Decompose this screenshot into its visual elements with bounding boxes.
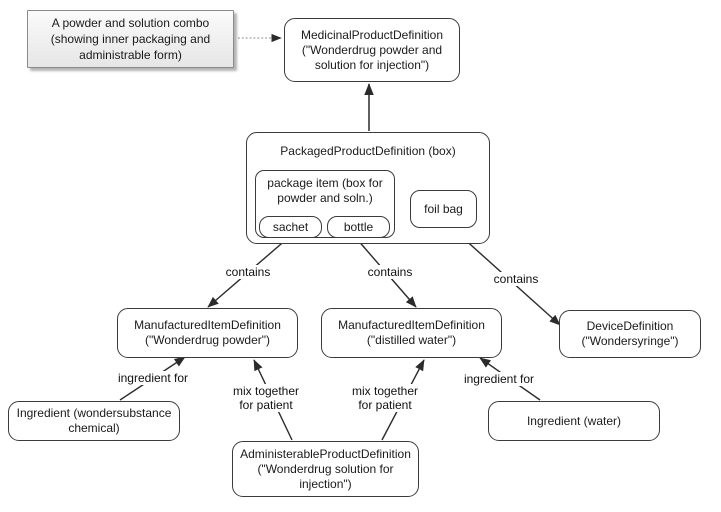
edge-label-ingredient-for-left: ingredient for <box>110 371 196 385</box>
node-bottle-label: bottle <box>343 219 374 234</box>
node-ingredient-chemical[interactable]: Ingredient (wondersubstance chemical) <box>8 401 180 441</box>
node-ingredient-water-label: Ingredient (water) <box>526 413 622 428</box>
node-administerable-product-definition[interactable]: AdministerableProductDefinition ("Wonder… <box>232 441 419 497</box>
node-manufactured-item-powder-label: ManufacturedItemDefinition ("Wonderdrug … <box>134 318 281 347</box>
node-manufactured-item-water[interactable]: ManufacturedItemDefinition ("distilled w… <box>321 308 502 358</box>
edge-label-ingredient-for-right: ingredient for <box>456 372 542 386</box>
node-medicinal-product-definition[interactable]: MedicinalProductDefinition ("Wonderdrug … <box>284 18 460 82</box>
node-manufactured-item-powder[interactable]: ManufacturedItemDefinition ("Wonderdrug … <box>117 308 298 358</box>
node-foil-bag[interactable]: foil bag <box>410 190 477 228</box>
node-device-definition[interactable]: DeviceDefinition ("Wondersyringe") <box>559 310 701 358</box>
edge-label-contains-mid: contains <box>358 265 422 279</box>
node-foil-bag-label: foil bag <box>424 201 463 216</box>
node-manufactured-item-water-label: ManufacturedItemDefinition ("distilled w… <box>338 318 485 347</box>
diagram-note-text: A powder and solution combo (showing inn… <box>50 16 211 62</box>
node-administerable-product-definition-label: AdministerableProductDefinition ("Wonder… <box>240 446 411 491</box>
edge-label-contains-left: contains <box>216 265 280 279</box>
node-packaged-product-definition-label: PackagedProductDefinition (box) <box>280 144 456 158</box>
node-package-item-label: package item (box for powder and soln.) <box>267 176 383 205</box>
diagram-note: A powder and solution combo (showing inn… <box>27 10 234 68</box>
node-sachet[interactable]: sachet <box>259 216 322 238</box>
node-sachet-label: sachet <box>272 219 309 234</box>
node-device-definition-label: DeviceDefinition ("Wondersyringe") <box>581 319 679 348</box>
node-bottle[interactable]: bottle <box>327 216 390 238</box>
node-ingredient-chemical-label: Ingredient (wondersubstance chemical) <box>16 406 172 435</box>
edge-label-mix-together-right: mix together for patient <box>343 384 427 412</box>
node-ingredient-water[interactable]: Ingredient (water) <box>488 401 660 441</box>
node-medicinal-product-definition-label: MedicinalProductDefinition ("Wonderdrug … <box>300 27 444 72</box>
edge-label-mix-together-left: mix together for patient <box>224 384 308 412</box>
edge-label-contains-right: contains <box>484 272 548 286</box>
